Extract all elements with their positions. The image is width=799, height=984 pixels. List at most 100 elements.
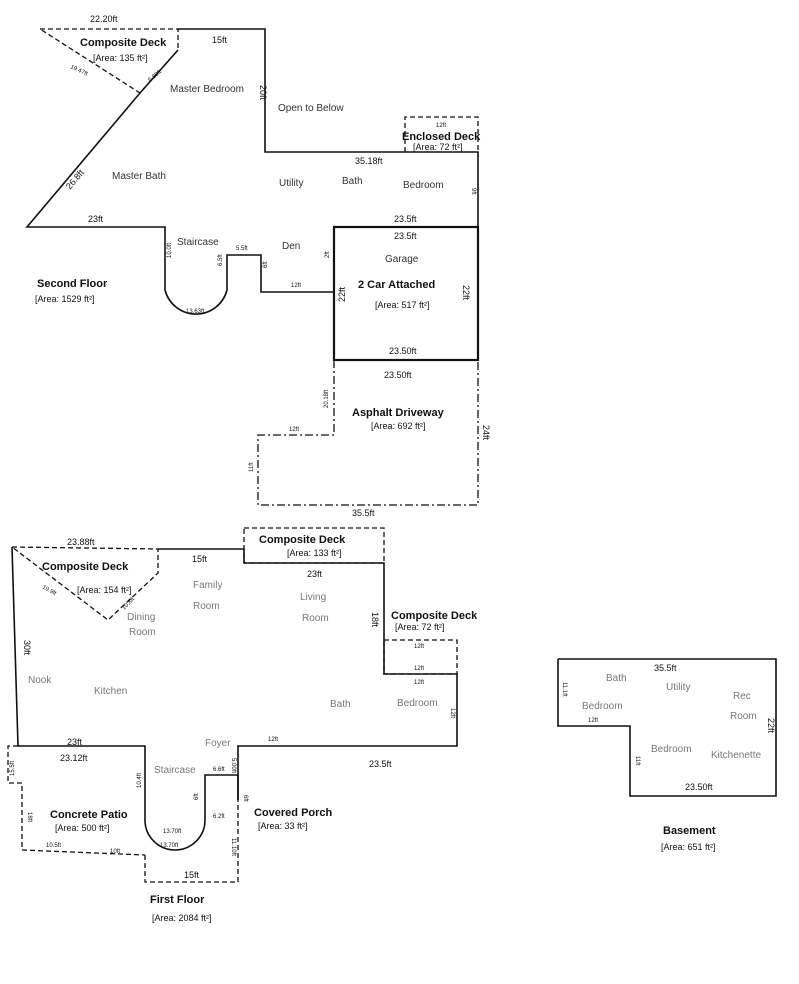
driveway-outline [257, 360, 479, 506]
bm-room-bedroom-1: Bedroom [582, 701, 623, 712]
dim-ff-mid-23: 23ft [67, 737, 83, 747]
dim-sf-den-small: 5.5ft [236, 246, 248, 252]
ff-room-kitchen: Kitchen [94, 686, 127, 697]
dim-ff-right-12: 12ft [449, 708, 455, 718]
dim-sf-den-2: 2ft [325, 251, 331, 258]
ff-room-family-2: Room [193, 601, 220, 612]
bm-room-utility: Utility [666, 682, 690, 693]
dim-sf-upper-235: 23.5ft [394, 214, 417, 224]
ff-room-bedroom: Bedroom [397, 698, 438, 709]
driveway: 23.50ft 20.18ft 12ft 11ft 24ft 35.5ft As… [249, 360, 491, 518]
dim-ff-patio-bot1: 10.5ft [46, 843, 61, 849]
ff-room-dining-1: Dining [127, 612, 155, 623]
ff-patio-area: [Area: 500 ft²] [55, 823, 110, 833]
ff-patio-outline [7, 745, 146, 856]
dim-sf-stair-curve: 13.63ft [186, 309, 205, 315]
dim-driveway-left-lower: 11ft [249, 462, 255, 472]
dim-driveway-step: 12ft [289, 427, 299, 433]
sf-room-open-to-below: Open to Below [278, 103, 344, 114]
sf-stair-curve [164, 289, 228, 315]
dim-ff-patio-bot2: 10ft [110, 849, 120, 855]
ff-stair-curve [144, 819, 206, 851]
ff-deck-right-title: Composite Deck [391, 610, 478, 622]
dim-ff-patio-left2: 18ft [26, 812, 32, 822]
dim-garage-right: 22ft [461, 285, 471, 301]
bm-room-rec-1: Rec [733, 691, 751, 702]
bm-room-rec-2: Room [730, 711, 757, 722]
garage-area: [Area: 517 ft²] [375, 300, 430, 310]
dim-sf-bottom-left: 23ft [88, 214, 104, 224]
dim-ff-patio-left: 15.5ft [10, 761, 16, 776]
dim-basement-bottom: 23.50ft [685, 782, 713, 792]
dim-sf-stair-10: 10.0ft [167, 243, 173, 258]
basement: 35.5ft 11.1ft 12ft 11ft 22ft 23.50ft Bat… [557, 658, 777, 852]
garage-outline [332, 225, 480, 362]
sf-enclosed-deck-outline [404, 116, 479, 152]
basement-area: [Area: 651 ft²] [661, 842, 716, 852]
ff-room-nook: Nook [28, 675, 52, 686]
dim-ff-stair-curve2: 13.70ft [160, 843, 179, 849]
ff-room-staircase: Staircase [154, 765, 196, 776]
sf-composite-deck-title: Composite Deck [80, 37, 167, 49]
ff-porch-outline [144, 800, 239, 883]
sf-room-master-bath: Master Bath [112, 171, 166, 182]
sf-area: [Area: 1529 ft²] [35, 294, 95, 304]
dim-ff-top-15: 15ft [192, 554, 208, 564]
second-floor: 22.20ft 15ft 19.47ft 6.88ft 20ft 35.18ft… [25, 14, 481, 315]
dim-ff-deck-small: 10.8ft [121, 596, 136, 611]
dim-ff-patio-top: 23.12ft [60, 753, 88, 763]
dim-basement-top: 35.5ft [654, 663, 677, 673]
sf-room-bath: Bath [342, 176, 363, 187]
ff-left-wall [11, 546, 146, 820]
ff-deck-left-outline [11, 546, 159, 621]
ff-area: [Area: 2084 ft²] [152, 913, 212, 923]
basement-outline [557, 658, 777, 797]
ff-room-foyer: Foyer [205, 738, 231, 749]
dim-basement-right: 22ft [766, 718, 776, 734]
dim-ff-porch-6: 6ft [242, 795, 248, 802]
dim-garage-top: 23.5ft [394, 231, 417, 241]
sf-den-wall [226, 254, 334, 293]
ff-outer-wall [158, 548, 458, 800]
dim-ff-porch-11: 11.10ft [230, 838, 236, 856]
sf-composite-deck-outline [39, 28, 179, 94]
garage-room-label: Garage [385, 254, 419, 265]
dim-sf-enclosed-12: 12ft [436, 123, 446, 129]
dim-sf-stair-6: 6.5ft [218, 254, 224, 266]
dim-sf-mid-wall: 35.18ft [355, 156, 383, 166]
sf-composite-deck-area: [Area: 135 ft²] [93, 53, 148, 63]
sf-master-bath-wall [25, 49, 179, 290]
dim-driveway-bottom: 35.5ft [352, 508, 375, 518]
sf-room-staircase: Staircase [177, 237, 219, 248]
ff-porch-title: Covered Porch [254, 807, 333, 819]
dim-ff-step-5: 5.00ft [230, 758, 236, 773]
garage-title: 2 Car Attached [358, 279, 435, 291]
ff-room-family-1: Family [193, 580, 222, 591]
dim-ff-bottom-15: 15ft [184, 870, 200, 880]
ff-porch-area: [Area: 33 ft²] [258, 821, 308, 831]
sf-enclosed-deck-area: [Area: 72 ft²] [413, 142, 463, 152]
dim-ff-stair-10: 10.4ft [137, 773, 143, 788]
dim-garage-left: 22ft [337, 286, 347, 302]
bm-room-bedroom-2: Bedroom [651, 744, 692, 755]
dim-driveway-left-upper: 20.18ft [324, 389, 330, 408]
driveway-area: [Area: 692 ft²] [371, 421, 426, 431]
dim-ff-porch-62: 6.2ft [213, 814, 225, 820]
dim-garage-bottom: 23.50ft [389, 346, 417, 356]
sf-title: Second Floor [37, 278, 108, 290]
dim-sf-deck-small: 6.88ft [147, 69, 163, 83]
ff-deck-left-area: [Area: 154 ft²] [77, 585, 132, 595]
ff-deck-left-title: Composite Deck [42, 561, 129, 573]
sf-room-utility: Utility [279, 178, 303, 189]
ff-foyer-step [204, 774, 239, 820]
garage: 23.5ft Garage 2 Car Attached [Area: 517 … [332, 225, 480, 362]
dim-ff-foyer-6: 6ft [194, 793, 200, 800]
dim-ff-left-30: 30ft [22, 640, 32, 656]
dim-sf-top-wall: 15ft [212, 35, 228, 45]
first-floor: 23.88ft 19.9ft 10.8ft 15ft 23ft 18ft 30f… [7, 527, 478, 923]
ff-deck-right-area: [Area: 72 ft²] [395, 622, 445, 632]
ff-patio-title: Concrete Patio [50, 809, 128, 821]
ff-room-living-2: Room [302, 613, 329, 624]
dim-driveway-top: 23.50ft [384, 370, 412, 380]
dim-ff-stair-curve1: 13.70ft [163, 829, 182, 835]
